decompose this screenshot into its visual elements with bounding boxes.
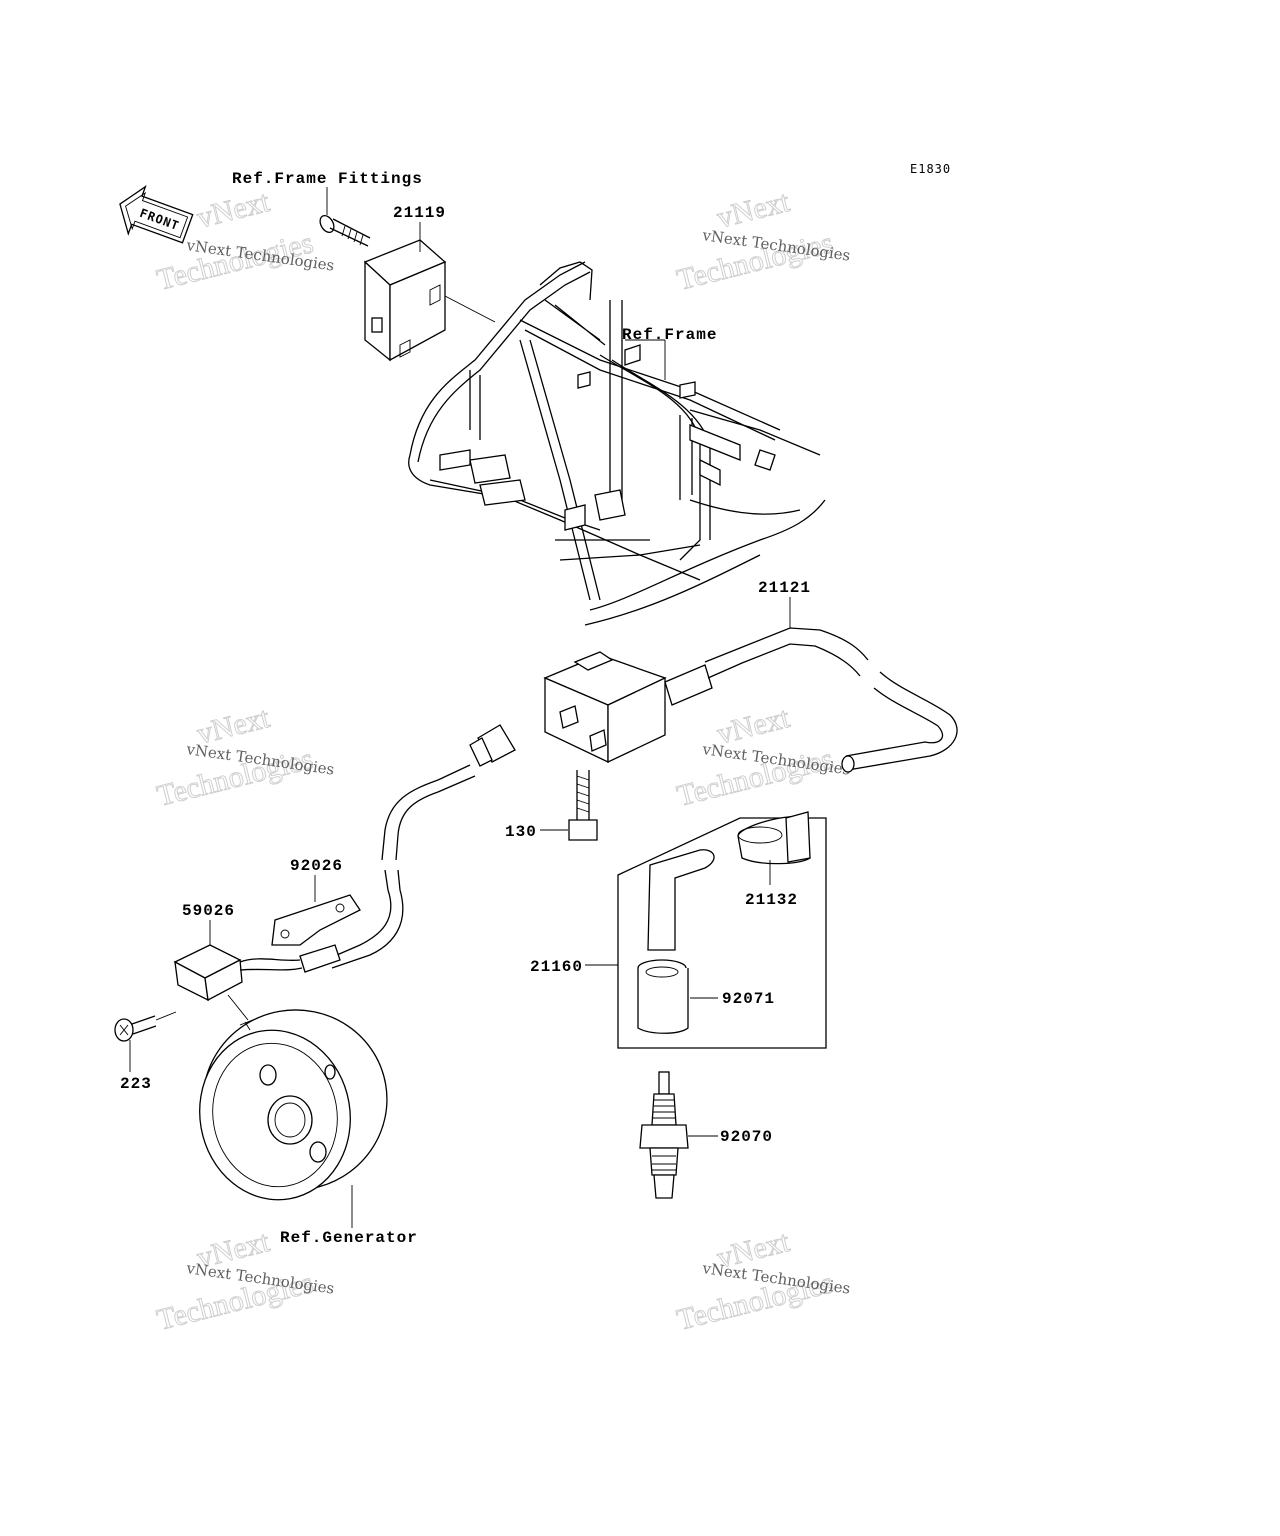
label-59026: 59026 [182,902,235,920]
pickup-wire-harness [299,724,516,973]
spark-plug-cap-assembly [585,811,827,1049]
pickup-coil-59026 [173,920,303,1021]
label-21132: 21132 [745,891,798,909]
label-ref-frame-fittings: Ref.Frame Fittings [232,170,423,188]
label-21160: 21160 [530,958,583,976]
frame-fitting-bolt [319,187,371,247]
label-ref-generator: Ref.Generator [280,1229,418,1247]
label-130: 130 [505,823,537,841]
label-21121: 21121 [758,579,811,597]
clamp-92026 [271,875,361,946]
label-ref-frame: Ref.Frame [622,326,717,344]
label-21119: 21119 [393,204,446,222]
ignition-coil-21121 [543,597,958,773]
label-92070: 92070 [720,1128,773,1146]
cdi-unit-21119 [363,222,496,362]
screw-223 [114,1011,177,1072]
diagram-code: E1830 [910,162,951,176]
watermark-mid-left: vNext Technologies vNext Technologies [153,700,335,813]
label-223: 223 [120,1075,152,1093]
watermark-bottom-right: vNext Technologies vNext Technologies [673,1224,851,1337]
bolt-130 [540,770,598,841]
generator-flywheel [199,1009,388,1228]
watermark-top-right: vNext Technologies vNext Technologies [673,184,851,297]
frame-assembly [408,261,826,626]
watermark-mid-right: vNext Technologies vNext Technologies [673,700,851,813]
front-arrow-icon: FRONT [119,185,194,244]
label-92026: 92026 [290,857,343,875]
spark-plug-92070 [639,1071,718,1199]
svg-text:vNext: vNext [194,185,274,235]
svg-text:vNext: vNext [714,185,794,235]
label-92071: 92071 [722,990,775,1008]
